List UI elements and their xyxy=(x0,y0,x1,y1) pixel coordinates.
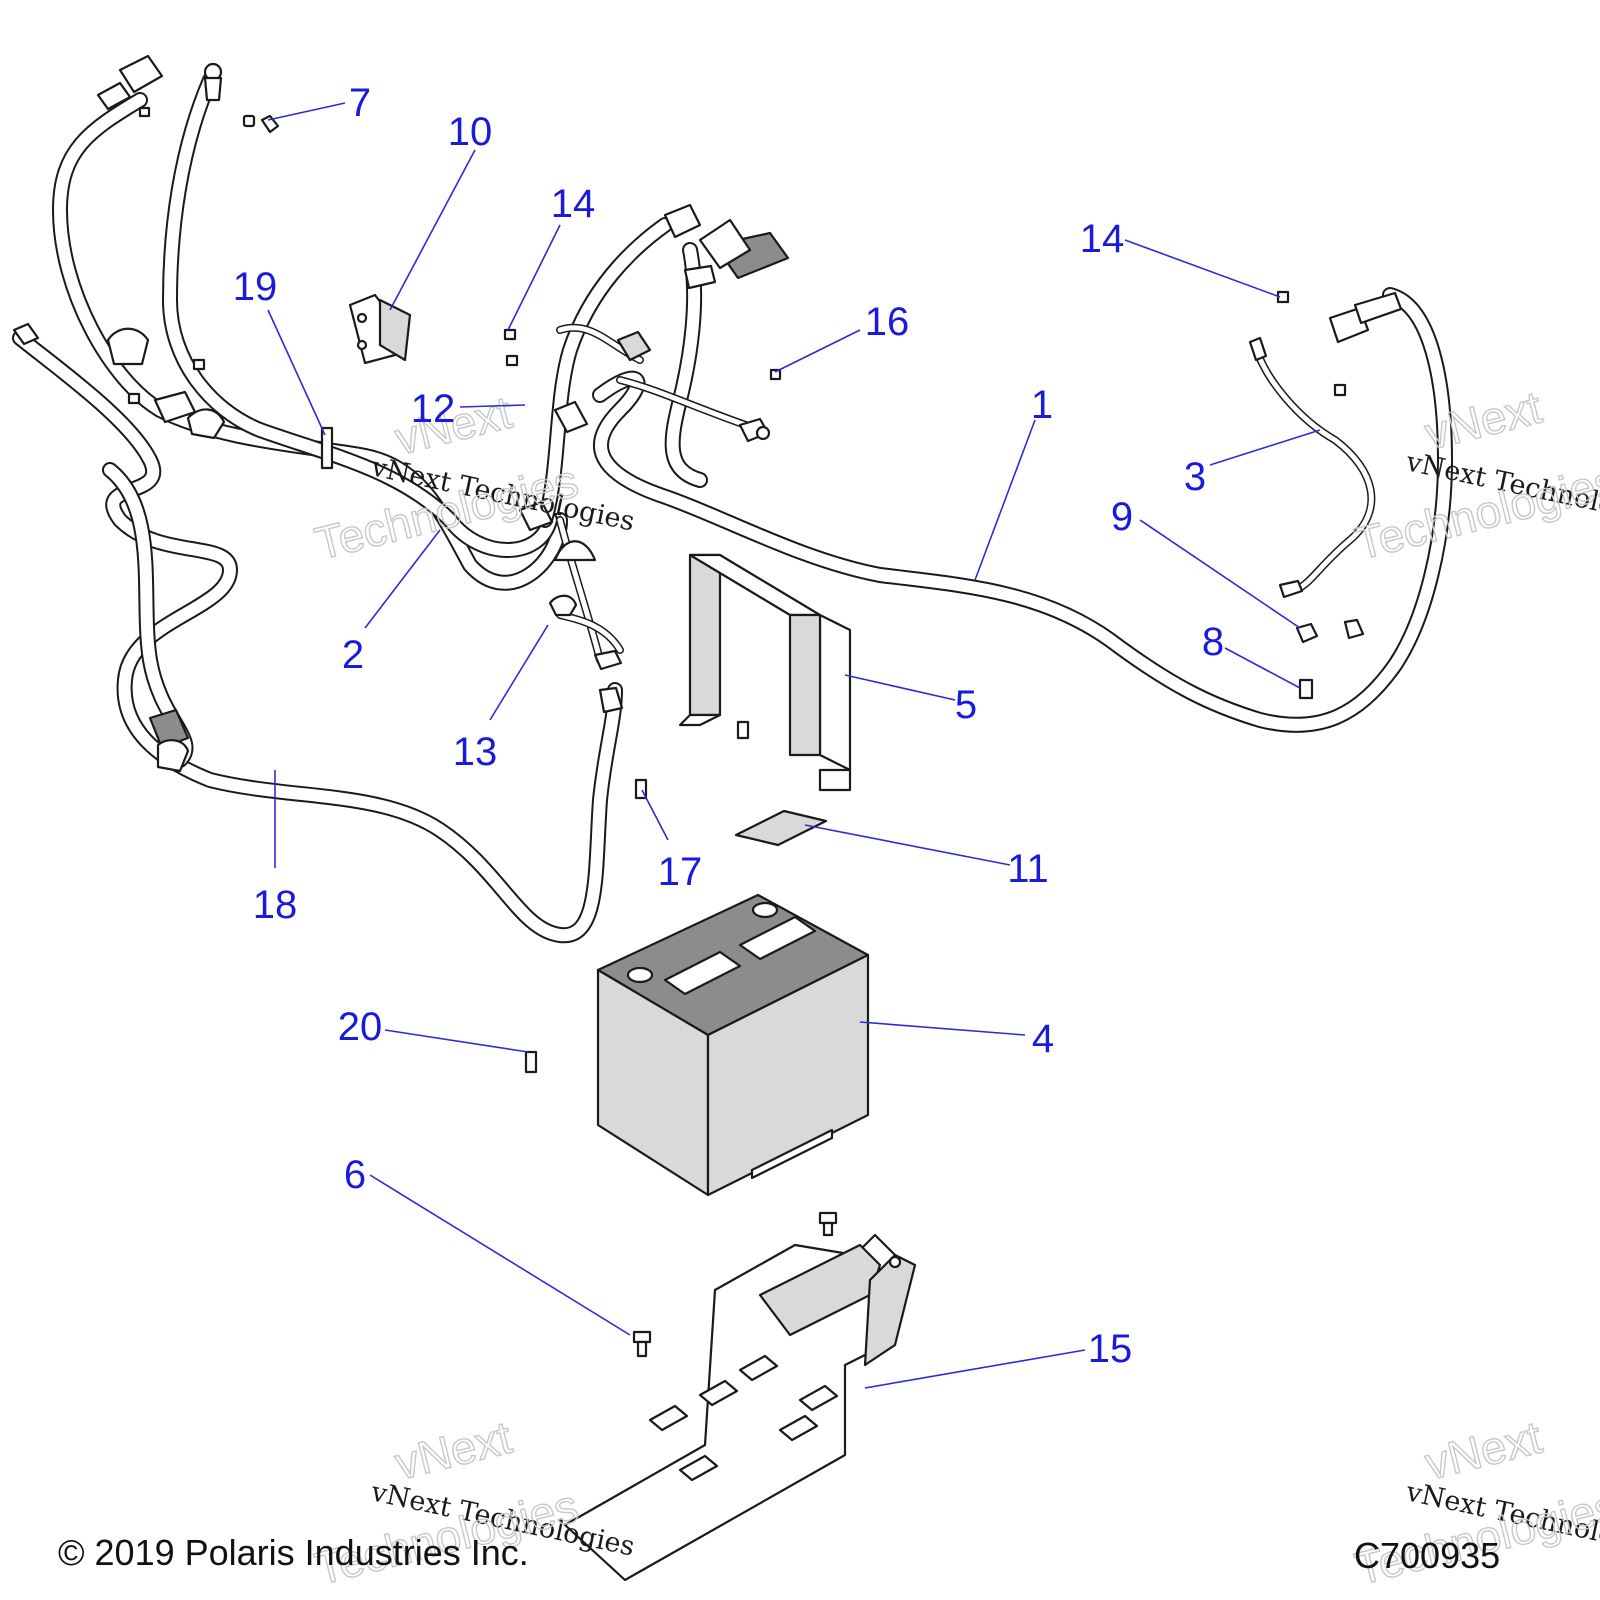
battery-4 xyxy=(596,893,870,1197)
cable-harness-1 xyxy=(592,287,1453,733)
watermark-group: vNext Technologies vNext Technologies vN… xyxy=(309,380,1600,1595)
leader-9 xyxy=(1139,519,1301,629)
callout-14-left: 14 xyxy=(551,182,596,226)
callout-12: 12 xyxy=(411,387,456,431)
callout-2: 2 xyxy=(342,633,364,677)
hardware-parts xyxy=(127,106,1365,1358)
leader-19 xyxy=(267,309,326,436)
leader-6 xyxy=(369,1174,631,1336)
leader-11 xyxy=(804,824,1011,866)
leader-17 xyxy=(641,789,669,841)
leader-7 xyxy=(267,102,346,121)
leader-lines xyxy=(267,102,1321,1389)
callout-3: 3 xyxy=(1184,455,1206,499)
callout-5: 5 xyxy=(955,683,977,727)
callout-13: 13 xyxy=(453,730,498,774)
leader-4 xyxy=(859,1021,1026,1036)
callout-11: 11 xyxy=(1007,847,1049,891)
copyright-text: © 2019 Polaris Industries Inc. xyxy=(58,1532,529,1573)
callout-16: 16 xyxy=(865,300,910,344)
callout-6: 6 xyxy=(344,1153,366,1197)
callout-1: 1 xyxy=(1031,383,1053,427)
battery-tray-15 xyxy=(563,1233,917,1582)
leader-14b xyxy=(1124,239,1281,298)
callout-10: 10 xyxy=(448,110,493,154)
watermark-outline-3a: vNext xyxy=(390,1411,517,1490)
leader-20 xyxy=(384,1029,529,1053)
pad-11 xyxy=(734,809,828,847)
cable-strap-3 xyxy=(1248,336,1376,599)
figure-code: C700935 xyxy=(1354,1535,1500,1576)
leader-1 xyxy=(974,419,1036,581)
leader-12 xyxy=(459,404,526,408)
callout-numbers: 1 2 3 4 5 6 7 8 9 10 11 12 13 14 14 15 1… xyxy=(233,81,1224,1371)
callout-8: 8 xyxy=(1202,620,1224,664)
leader-15 xyxy=(864,1349,1086,1389)
callout-18: 18 xyxy=(253,883,298,927)
hold-down-strap-5 xyxy=(678,553,852,792)
callout-14-right: 14 xyxy=(1080,217,1125,261)
cable-ground-18 xyxy=(12,322,624,944)
leader-5 xyxy=(844,674,956,701)
leader-10 xyxy=(389,149,476,311)
callout-20: 20 xyxy=(338,1005,383,1049)
watermark-outline-4a: vNext xyxy=(1420,1411,1547,1490)
leader-8 xyxy=(1224,647,1301,689)
callout-17: 17 xyxy=(658,850,703,894)
leader-13 xyxy=(489,624,549,721)
leader-14a xyxy=(507,224,561,331)
leader-3 xyxy=(1209,429,1321,466)
leader-16 xyxy=(774,329,861,373)
leader-2 xyxy=(364,529,441,629)
callout-15: 15 xyxy=(1088,1327,1133,1371)
callout-7: 7 xyxy=(349,81,371,125)
callout-9: 9 xyxy=(1111,495,1133,539)
cable-harness-2 xyxy=(52,54,790,671)
solenoid-10 xyxy=(348,293,412,365)
callout-4: 4 xyxy=(1032,1017,1054,1061)
callout-19: 19 xyxy=(233,265,278,309)
